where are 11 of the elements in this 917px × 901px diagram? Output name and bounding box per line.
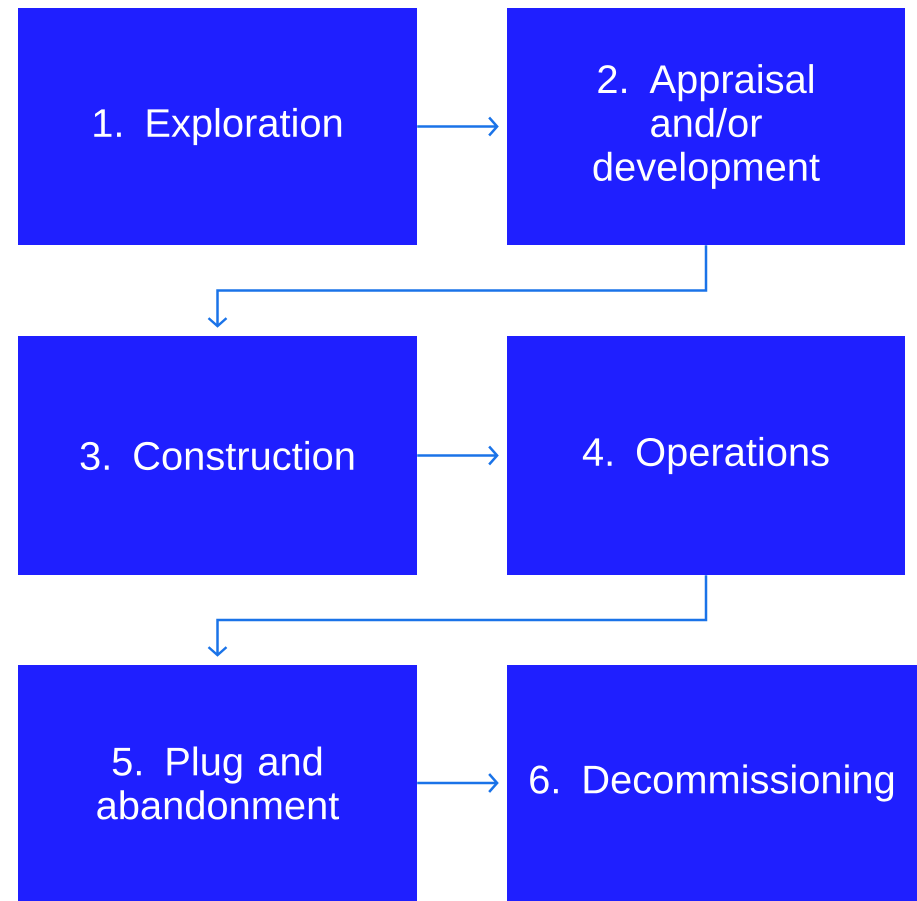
process-box: 4. Operations xyxy=(507,336,905,575)
arrow xyxy=(417,773,499,793)
arrow xyxy=(208,575,708,657)
process-box: 6. Decommissioning xyxy=(507,665,917,901)
process-box: 3. Construction xyxy=(18,336,417,575)
arrow xyxy=(208,245,708,328)
process-box: 5. Plug and abandonment xyxy=(18,665,417,901)
arrow xyxy=(417,116,499,136)
arrow xyxy=(417,446,499,466)
process-box: 2. Appraisal and/or development xyxy=(507,8,905,245)
process-box: 1. Exploration xyxy=(18,8,417,245)
